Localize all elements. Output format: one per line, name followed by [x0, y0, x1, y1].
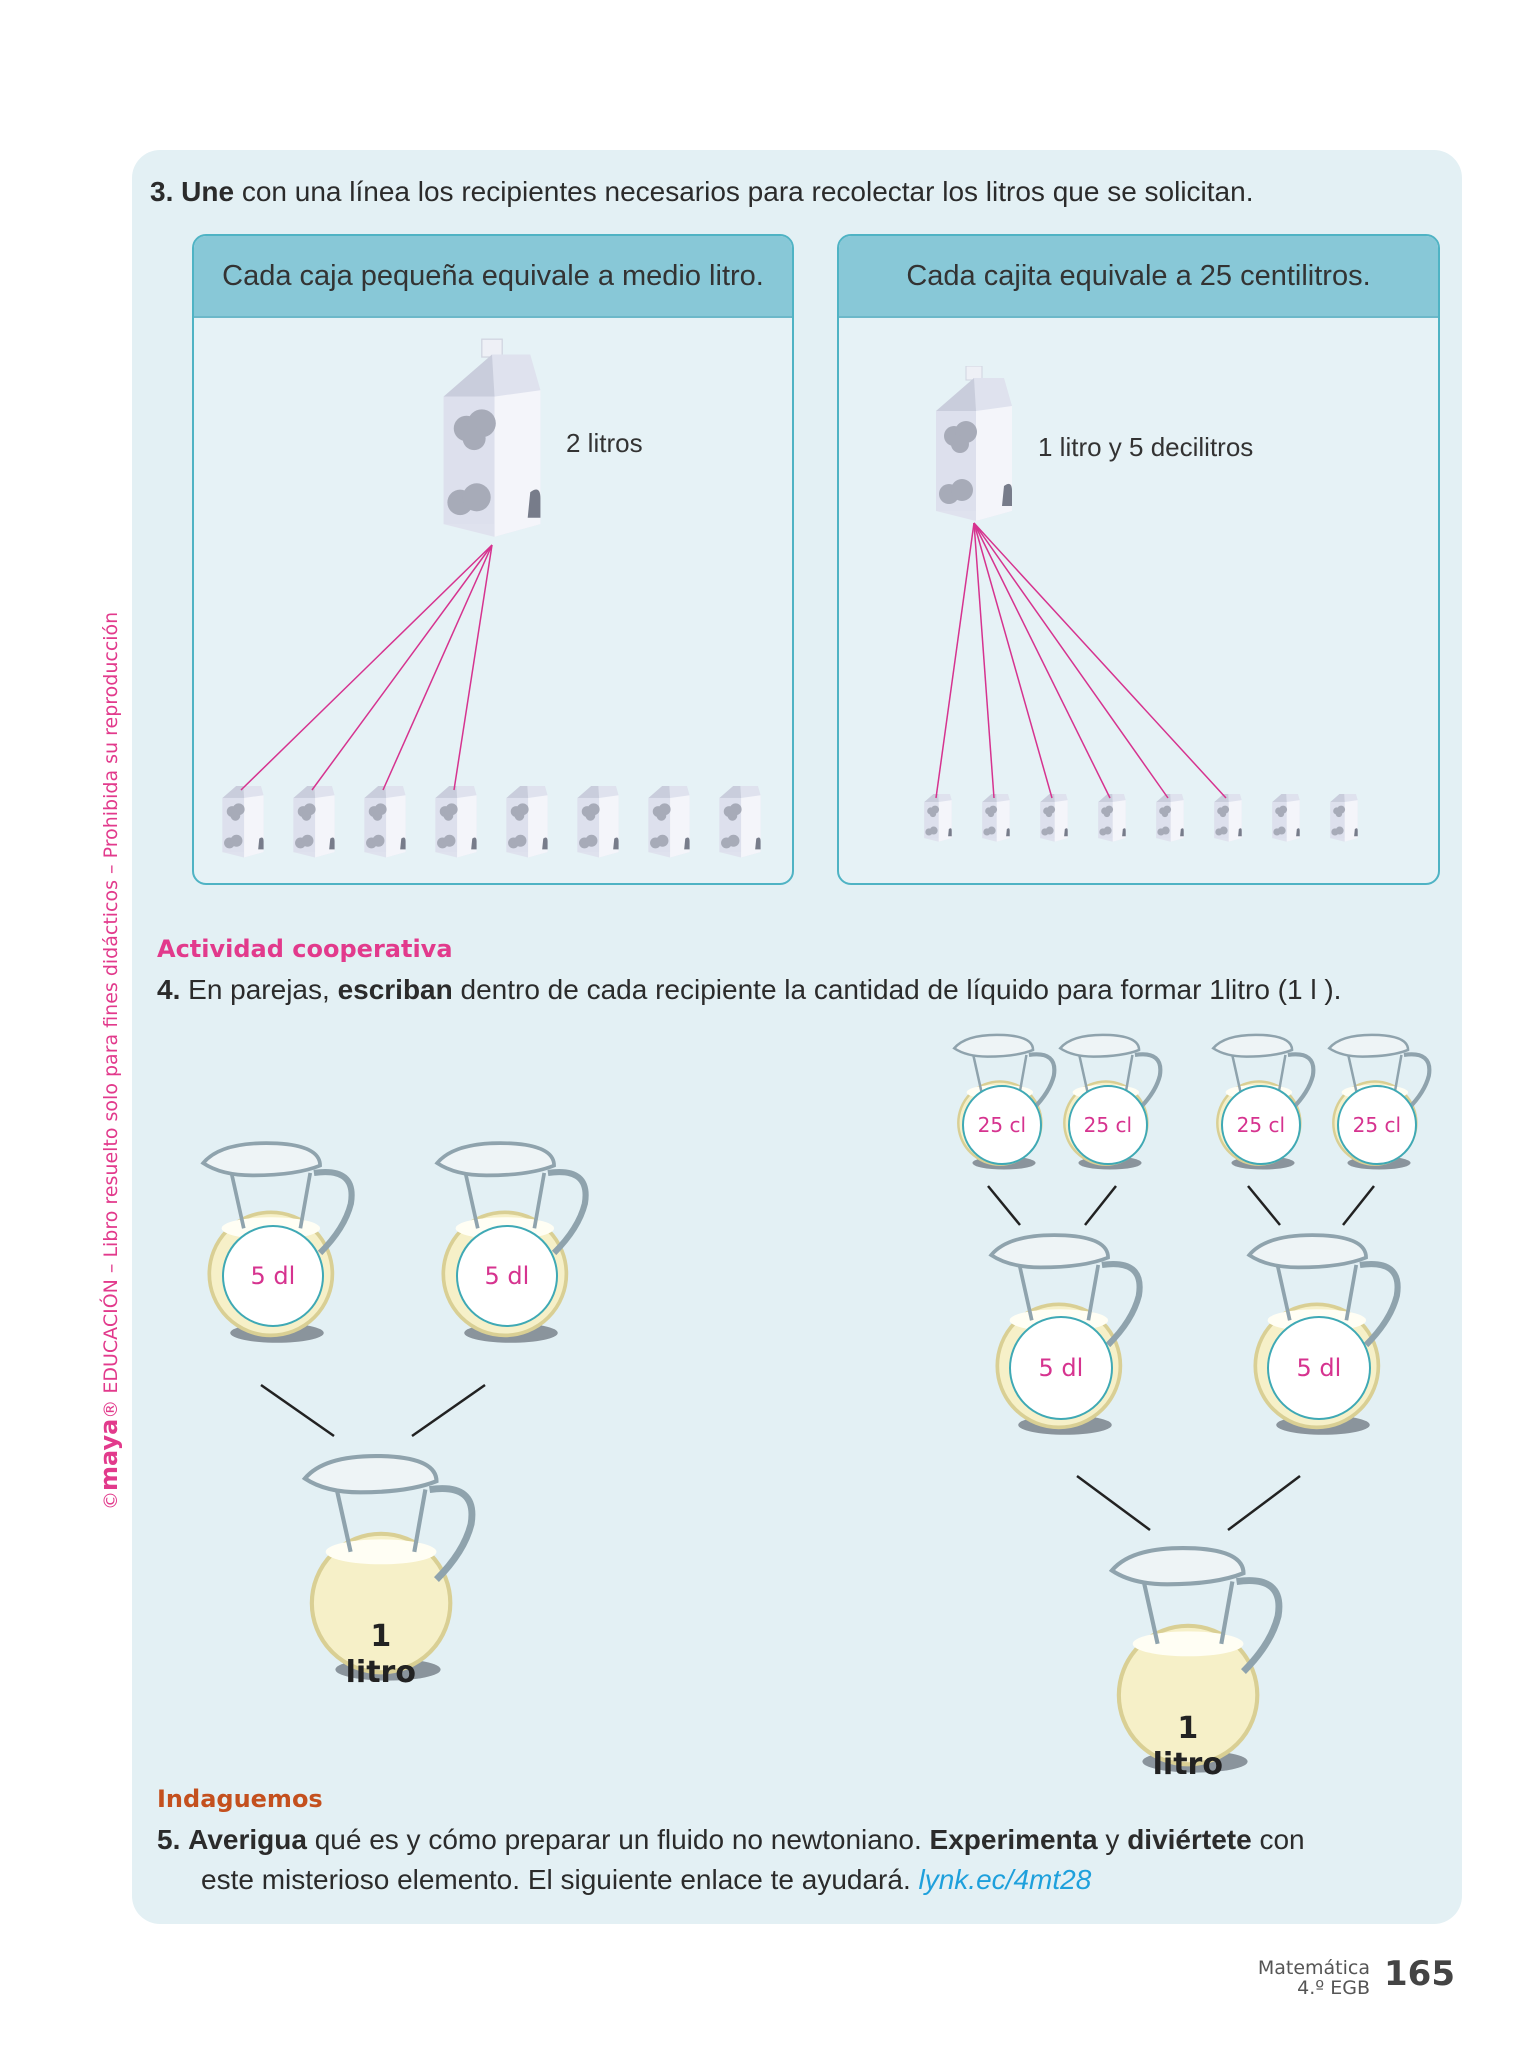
tree-line [1227, 1475, 1301, 1531]
quantity-label: 5 dl [1266, 1315, 1371, 1420]
question-4: 4. En parejas, escriban dentro de cada r… [157, 974, 1342, 1005]
carton-label-2-litros: 2 litros [566, 428, 643, 458]
answer-line [240, 544, 493, 791]
tree-line [1342, 1185, 1375, 1226]
tree-line [987, 1185, 1021, 1226]
tree-line [1076, 1474, 1151, 1532]
quantity-label: 5 dl [1008, 1315, 1113, 1420]
quantity-label: 25 cl [1336, 1085, 1417, 1166]
tree-line [260, 1383, 335, 1438]
answer-line [973, 522, 1227, 799]
answer-line [973, 522, 995, 799]
box-25-centiliters: Cada cajita equivale a 25 centilitros. [837, 234, 1440, 885]
answer-line [382, 544, 493, 791]
question-5-line-1: 5. Averigua qué es y cómo preparar un fl… [157, 1824, 1305, 1855]
answer-line [973, 522, 1169, 799]
quantity-label: 5 dl [221, 1224, 324, 1327]
answer-line [453, 544, 493, 791]
box-header: Cada caja pequeña equivale a medio litro… [194, 236, 792, 318]
quantity-label: 5 dl [455, 1224, 558, 1327]
answer-line [935, 522, 975, 799]
answer-line [973, 522, 1053, 799]
carton-label-1-5-litros: 1 litro y 5 decilitros [1038, 432, 1254, 462]
tree-line [1084, 1185, 1117, 1226]
tree-line [411, 1383, 486, 1438]
question-3: 3. Une con una línea los recipientes nec… [150, 176, 1254, 207]
answer-line [973, 522, 1111, 799]
quantity-label: 25 cl [961, 1085, 1042, 1166]
answer-line [311, 544, 493, 791]
section-actividad-cooperativa: Actividad cooperativa [157, 935, 453, 963]
box-header: Cada cajita equivale a 25 centilitros. [839, 236, 1438, 318]
page-number: 165 [1384, 1954, 1455, 1994]
tree-line [1247, 1185, 1281, 1226]
section-indaguemos: Indaguemos [157, 1785, 323, 1813]
question-5-line-2: este misterioso elemento. El siguiente e… [201, 1864, 1092, 1895]
quantity-label: 25 cl [1067, 1085, 1148, 1166]
quantity-label: 25 cl [1220, 1085, 1301, 1166]
resource-link[interactable]: lynk.ec/4mt28 [918, 1864, 1092, 1895]
